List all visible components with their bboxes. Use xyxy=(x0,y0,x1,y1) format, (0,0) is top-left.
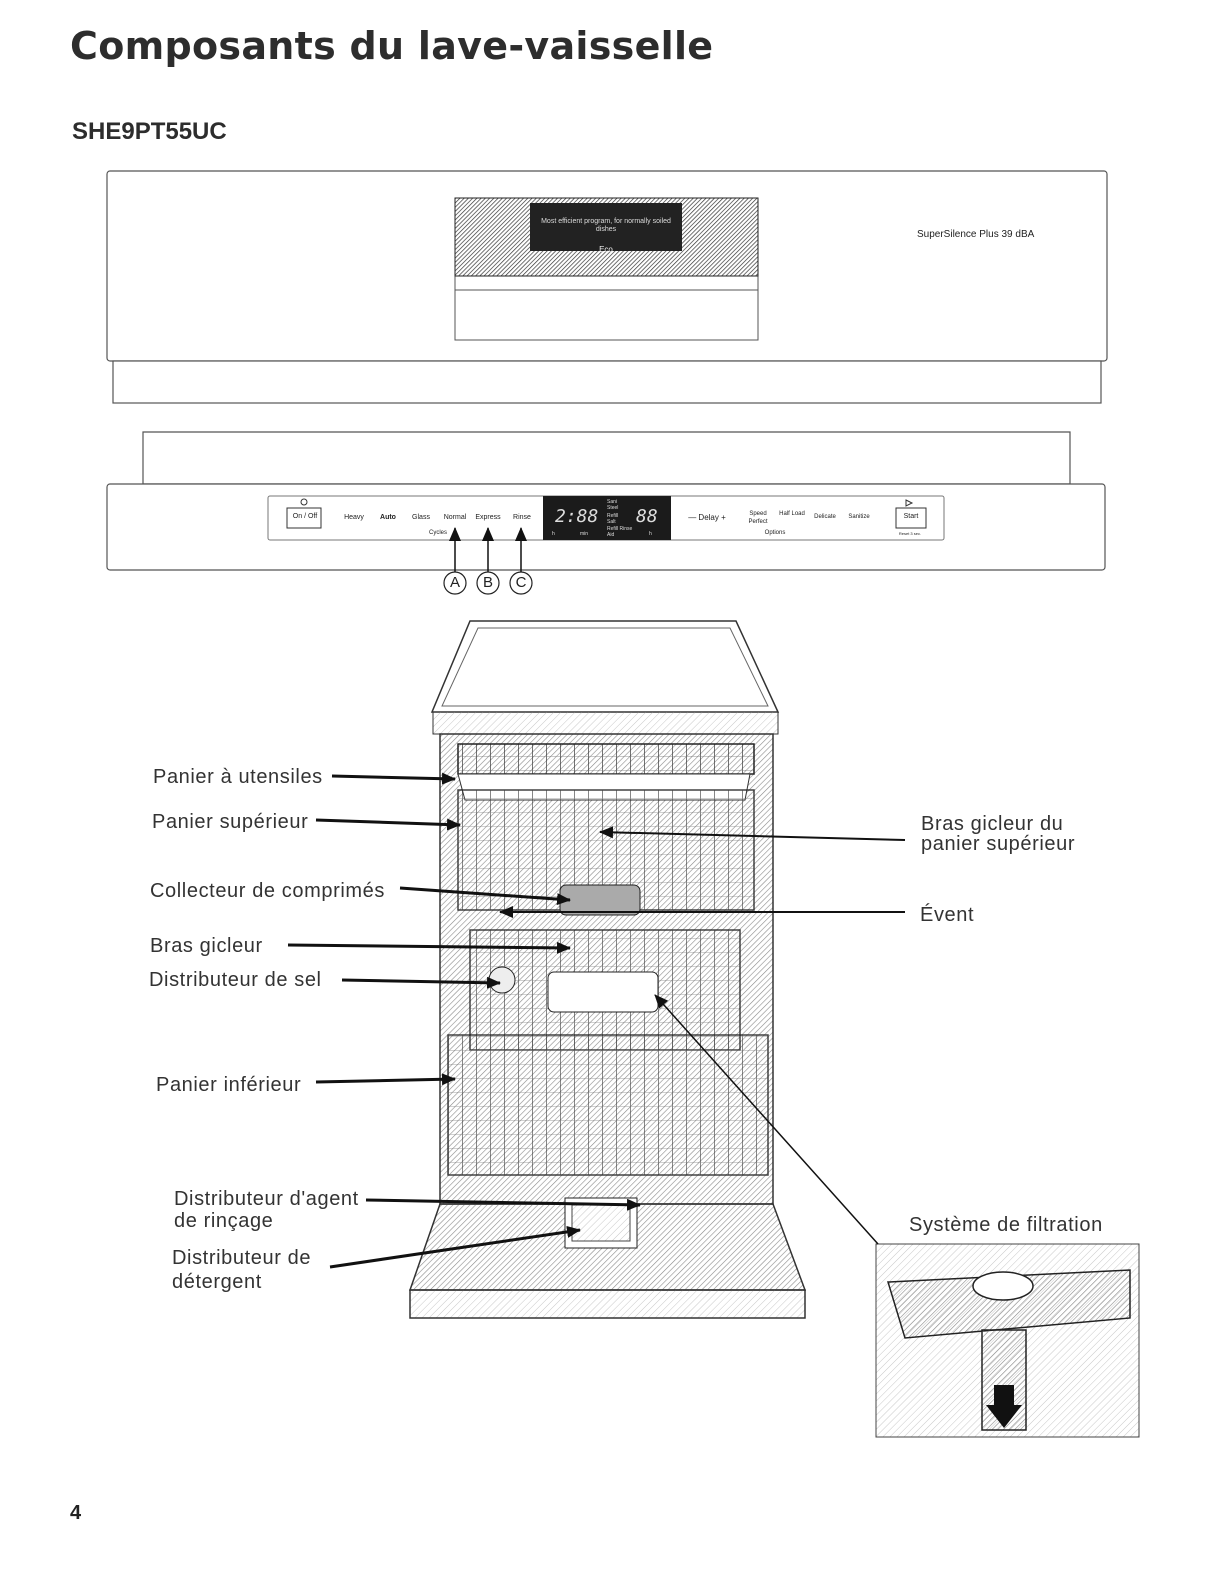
label-rinse-aid-line2: de rinçage xyxy=(174,1210,274,1232)
cycles-caption: Cycles xyxy=(428,530,447,536)
start-button[interactable]: Start xyxy=(903,513,919,520)
cycle-normal[interactable]: Normal xyxy=(443,514,467,521)
delay-control[interactable]: — Delay + xyxy=(688,513,726,522)
control-panel xyxy=(106,431,1106,571)
option-speed-perfect[interactable]: Speed Perfect xyxy=(748,511,768,525)
delay-readout: 88 xyxy=(636,506,658,527)
on-off-button[interactable]: On / Off xyxy=(292,513,318,520)
option-sanitize[interactable]: Sanitize xyxy=(848,514,870,520)
callout-c: C xyxy=(515,574,527,591)
label-filter-system: Système de filtration xyxy=(909,1214,1103,1236)
display-program: Eco xyxy=(599,245,613,254)
callout-arrows xyxy=(443,527,533,595)
brand-label: SuperSilence Plus 39 dBA xyxy=(917,229,1035,240)
cycle-express[interactable]: Express xyxy=(475,514,501,521)
page-title: Composants du lave-vaisselle xyxy=(70,24,714,68)
option-delicate[interactable]: Delicate xyxy=(814,514,836,520)
label-salt-dispenser: Distributeur de sel xyxy=(149,969,322,991)
cycle-auto[interactable]: Auto xyxy=(380,514,396,521)
dishwasher-open-view xyxy=(408,620,807,1319)
callout-b: B xyxy=(482,574,493,591)
time-readout: 2:88 xyxy=(555,506,599,527)
label-utensil-basket: Panier à utensiles xyxy=(153,766,323,788)
top-door-panel xyxy=(106,170,1108,404)
page-number: 4 xyxy=(70,1502,82,1524)
label-detergent-line1: Distributeur de xyxy=(172,1247,312,1269)
label-lower-rack: Panier inférieur xyxy=(156,1074,302,1096)
option-half-load[interactable]: Half Load xyxy=(779,511,805,517)
leader-lines xyxy=(287,772,906,1269)
label-rinse-aid-line1: Distributeur d'agent xyxy=(174,1188,359,1210)
callout-a: A xyxy=(449,574,460,591)
cycle-heavy[interactable]: Heavy xyxy=(344,514,364,521)
time-unit-h: h xyxy=(552,531,555,537)
label-vent: Évent xyxy=(920,904,975,926)
status-sani: Sani Steel xyxy=(607,499,619,511)
label-upper-spray-arm-line2: panier supérieur xyxy=(921,833,1076,855)
display-message: Most efficient program, for normally soi… xyxy=(541,218,671,233)
start-caption: Reset 3 sec. xyxy=(898,531,922,536)
status-refill-salt: Refill Salt xyxy=(607,513,619,525)
cycle-rinse[interactable]: Rinse xyxy=(513,514,531,521)
time-unit-min: min xyxy=(580,531,589,537)
filter-inset-image xyxy=(875,1243,1140,1438)
cycle-glass[interactable]: Glass xyxy=(412,514,430,521)
label-upper-spray-arm-line1: Bras gicleur du xyxy=(921,813,1064,835)
label-detergent-line2: détergent xyxy=(172,1271,262,1293)
status-refill-rinse-aid: Refill Rinse Aid xyxy=(607,526,633,538)
label-tablet-collector: Collecteur de comprimés xyxy=(150,880,385,902)
model-number: SHE9PT55UC xyxy=(72,118,227,145)
label-spray-arm: Bras gicleur xyxy=(150,935,263,957)
delay-unit: h xyxy=(649,531,652,537)
options-caption: Options xyxy=(764,530,786,536)
label-upper-rack: Panier supérieur xyxy=(152,811,309,833)
